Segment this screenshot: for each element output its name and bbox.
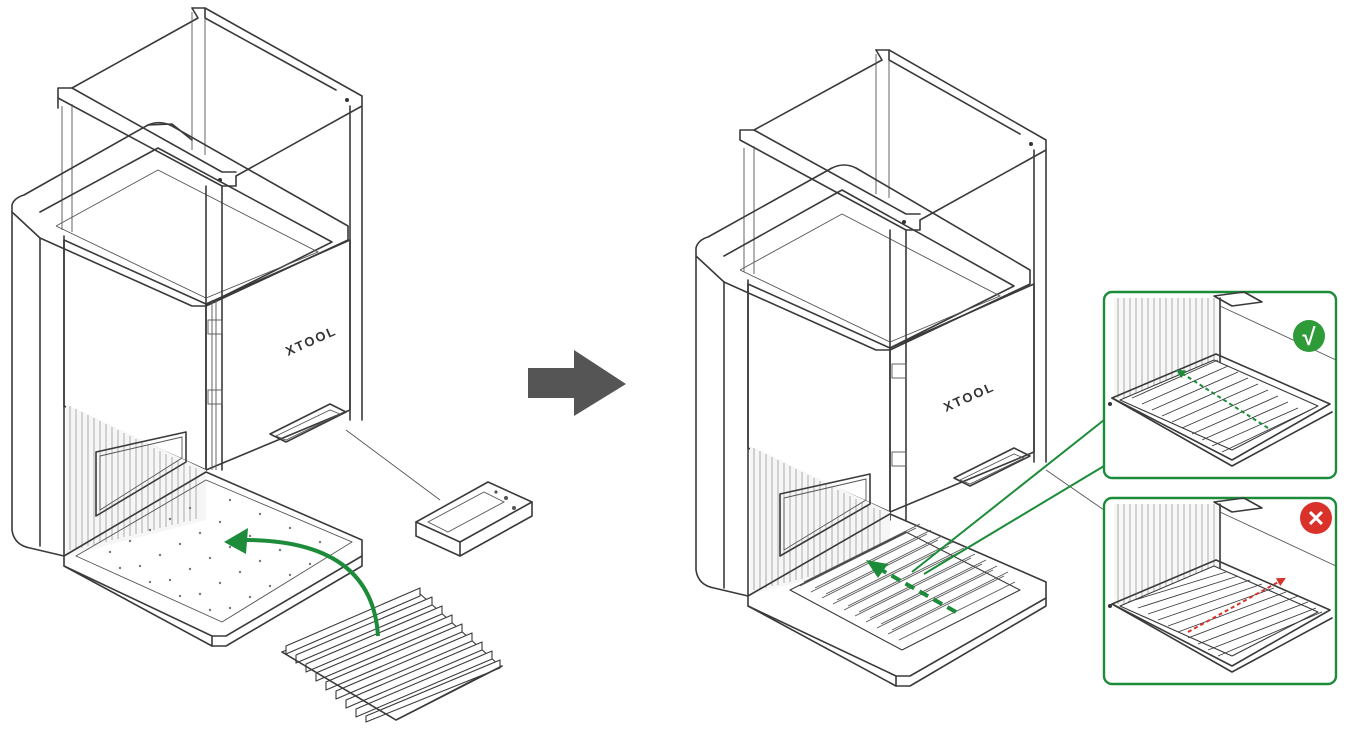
right-body: XTOOL bbox=[695, 149, 1047, 597]
left-body: XTOOL bbox=[11, 105, 363, 557]
callout-leaders bbox=[911, 419, 1105, 575]
cross-icon: ✕ bbox=[1300, 502, 1332, 534]
left-rear-connector bbox=[269, 403, 441, 501]
left-machine: XTOOL bbox=[11, 7, 533, 723]
callout-correct: √ bbox=[1102, 290, 1338, 480]
left-base-holes bbox=[108, 498, 322, 612]
right-logo: XTOOL bbox=[941, 379, 997, 415]
callout-incorrect: ✕ bbox=[1102, 496, 1338, 686]
callout-correct-scene bbox=[1108, 291, 1337, 467]
right-lid bbox=[695, 164, 1031, 351]
right-arrow-icon bbox=[528, 350, 626, 416]
callout-incorrect-scene bbox=[1108, 497, 1337, 673]
correct-symbol: √ bbox=[1302, 324, 1316, 351]
left-slat-panel bbox=[281, 587, 503, 723]
control-panel-device bbox=[415, 481, 533, 557]
incorrect-symbol: ✕ bbox=[1307, 506, 1325, 531]
right-direction-arrow bbox=[866, 560, 957, 614]
check-icon: √ bbox=[1293, 320, 1325, 352]
curved-arrow-icon bbox=[224, 528, 380, 637]
right-grille bbox=[753, 448, 881, 590]
right-base-plate bbox=[747, 513, 1047, 687]
right-machine: XTOOL bbox=[695, 49, 1105, 687]
right-rear-connector bbox=[953, 447, 1105, 511]
left-base-plate bbox=[63, 471, 363, 647]
left-top-frame bbox=[57, 7, 363, 232]
left-logo: XTOOL bbox=[283, 323, 339, 359]
